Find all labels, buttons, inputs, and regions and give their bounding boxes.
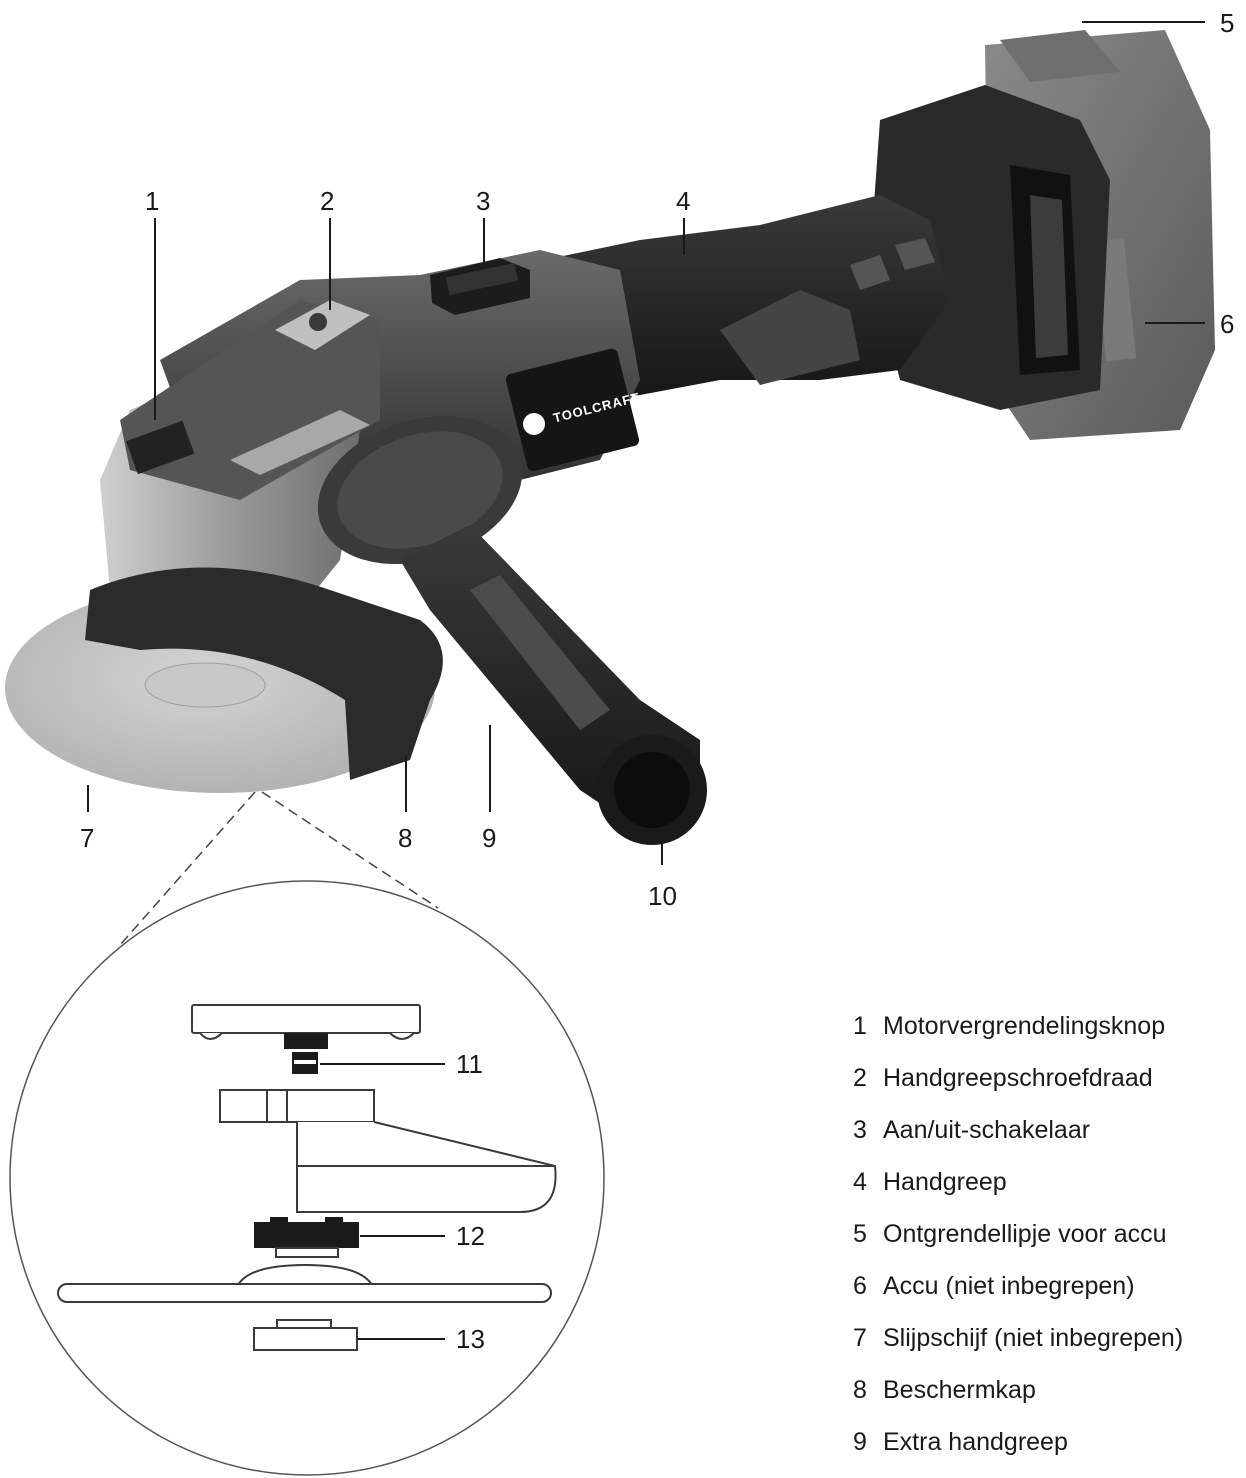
callout-2: 2 bbox=[320, 186, 334, 216]
legend-number: 3 bbox=[853, 1116, 867, 1144]
battery-mount bbox=[870, 85, 1110, 410]
legend-label: Extra handgreep bbox=[883, 1428, 1068, 1456]
callout-8: 8 bbox=[398, 823, 412, 853]
callout-7: 7 bbox=[80, 823, 94, 853]
legend-number: 9 bbox=[853, 1428, 867, 1456]
legend-item: 1 Motorvergrendelingsknop bbox=[853, 1006, 1233, 1058]
legend-item: 2 Handgreepschroefdraad bbox=[853, 1058, 1233, 1110]
legend-label: Handgreepschroefdraad bbox=[883, 1064, 1153, 1092]
legend-item: 6 Accu (niet inbegrepen) bbox=[853, 1266, 1233, 1318]
legend-label: Beschermkap bbox=[883, 1376, 1036, 1404]
parts-legend: 1 Motorvergrendelingsknop 2 Handgreepschro… bbox=[853, 1006, 1233, 1474]
legend-item: 9 Extra handgreep bbox=[853, 1422, 1233, 1474]
legend-number: 4 bbox=[853, 1168, 867, 1196]
legend-number: 8 bbox=[853, 1376, 867, 1404]
clamping-nut bbox=[253, 1327, 358, 1351]
legend-item: 5 Ontgrendellipje voor accu bbox=[853, 1214, 1233, 1266]
gear-head bbox=[100, 300, 380, 620]
power-switch bbox=[430, 258, 530, 315]
auxiliary-handle bbox=[317, 415, 707, 845]
callout-5: 5 bbox=[1220, 8, 1234, 38]
legend-number: 6 bbox=[853, 1272, 867, 1300]
callout-13: 13 bbox=[456, 1324, 485, 1354]
callout-10: 10 bbox=[648, 881, 677, 911]
detail-disc bbox=[57, 1283, 552, 1303]
legend-item: 3 Aan/uit-schakelaar bbox=[853, 1110, 1233, 1162]
callout-11: 11 bbox=[456, 1049, 483, 1079]
zoom-line-left bbox=[119, 791, 256, 946]
legend-number: 7 bbox=[853, 1324, 867, 1352]
callout-3: 3 bbox=[476, 186, 490, 216]
callout-12: 12 bbox=[456, 1221, 485, 1251]
legend-number: 1 bbox=[853, 1012, 867, 1040]
zoom-line-right bbox=[261, 791, 439, 909]
legend-item: 4 Handgreep bbox=[853, 1162, 1233, 1214]
callout-1: 1 bbox=[145, 186, 159, 216]
wheel-guard bbox=[85, 567, 443, 780]
callout-6: 6 bbox=[1220, 309, 1234, 339]
legend-label: Handgreep bbox=[883, 1168, 1007, 1196]
legend-item: 8 Beschermkap bbox=[853, 1370, 1233, 1422]
legend-label: Motorvergrendelingsknop bbox=[883, 1012, 1166, 1040]
inner-flange bbox=[254, 1222, 359, 1248]
legend-label: Slijpschijf (niet inbegrepen) bbox=[883, 1324, 1184, 1352]
legend-label: Ontgrendellipje voor accu bbox=[883, 1220, 1167, 1248]
legend-number: 5 bbox=[853, 1220, 867, 1248]
callout-4: 4 bbox=[676, 186, 690, 216]
legend-label: Accu (niet inbegrepen) bbox=[883, 1272, 1135, 1300]
legend-number: 2 bbox=[853, 1064, 867, 1092]
detail-view bbox=[9, 880, 605, 1476]
legend-label: Aan/uit-schakelaar bbox=[883, 1116, 1091, 1144]
callout-9: 9 bbox=[482, 823, 496, 853]
legend-item: 7 Slijpschijf (niet inbegrepen) bbox=[853, 1318, 1233, 1370]
